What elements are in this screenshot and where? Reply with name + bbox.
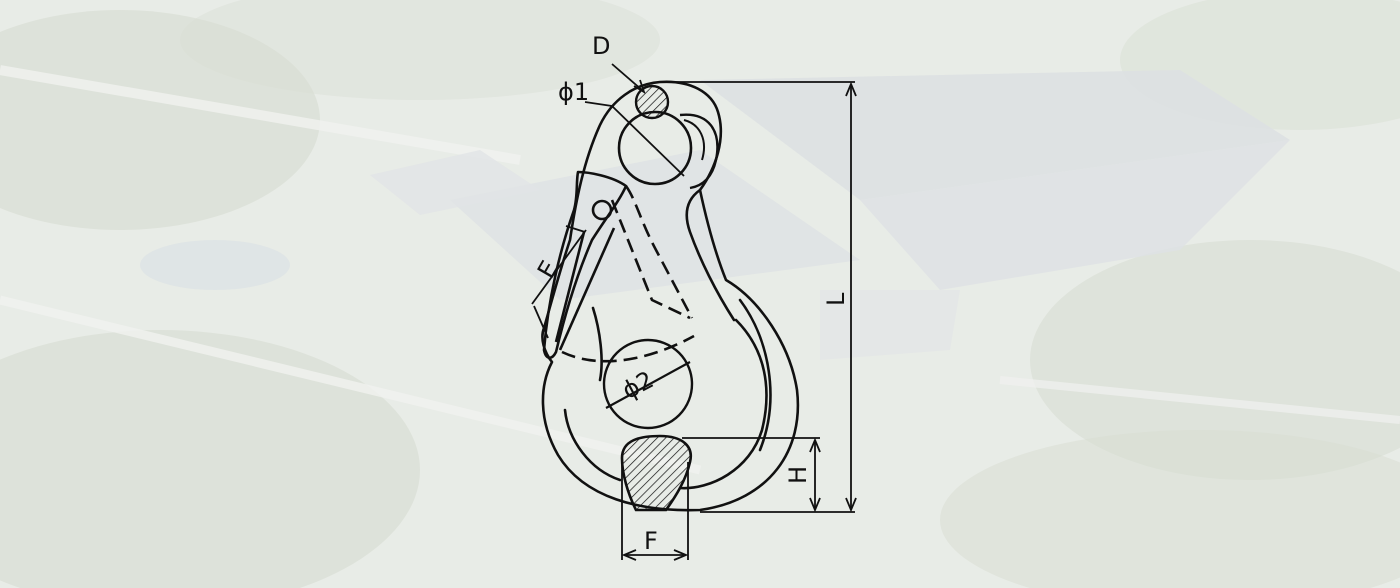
label-l: L <box>822 292 850 306</box>
label-f: F <box>644 527 658 555</box>
eye-pin-insert <box>679 113 719 190</box>
dimension-lines <box>531 63 857 561</box>
safety-latch <box>542 170 695 363</box>
throat-circle <box>602 338 694 430</box>
section-d-hatched <box>634 84 670 120</box>
label-h: H <box>784 466 812 484</box>
label-phi1: ϕ1 <box>558 78 589 106</box>
section-h-hatched <box>620 434 693 512</box>
label-d: D <box>592 32 610 60</box>
